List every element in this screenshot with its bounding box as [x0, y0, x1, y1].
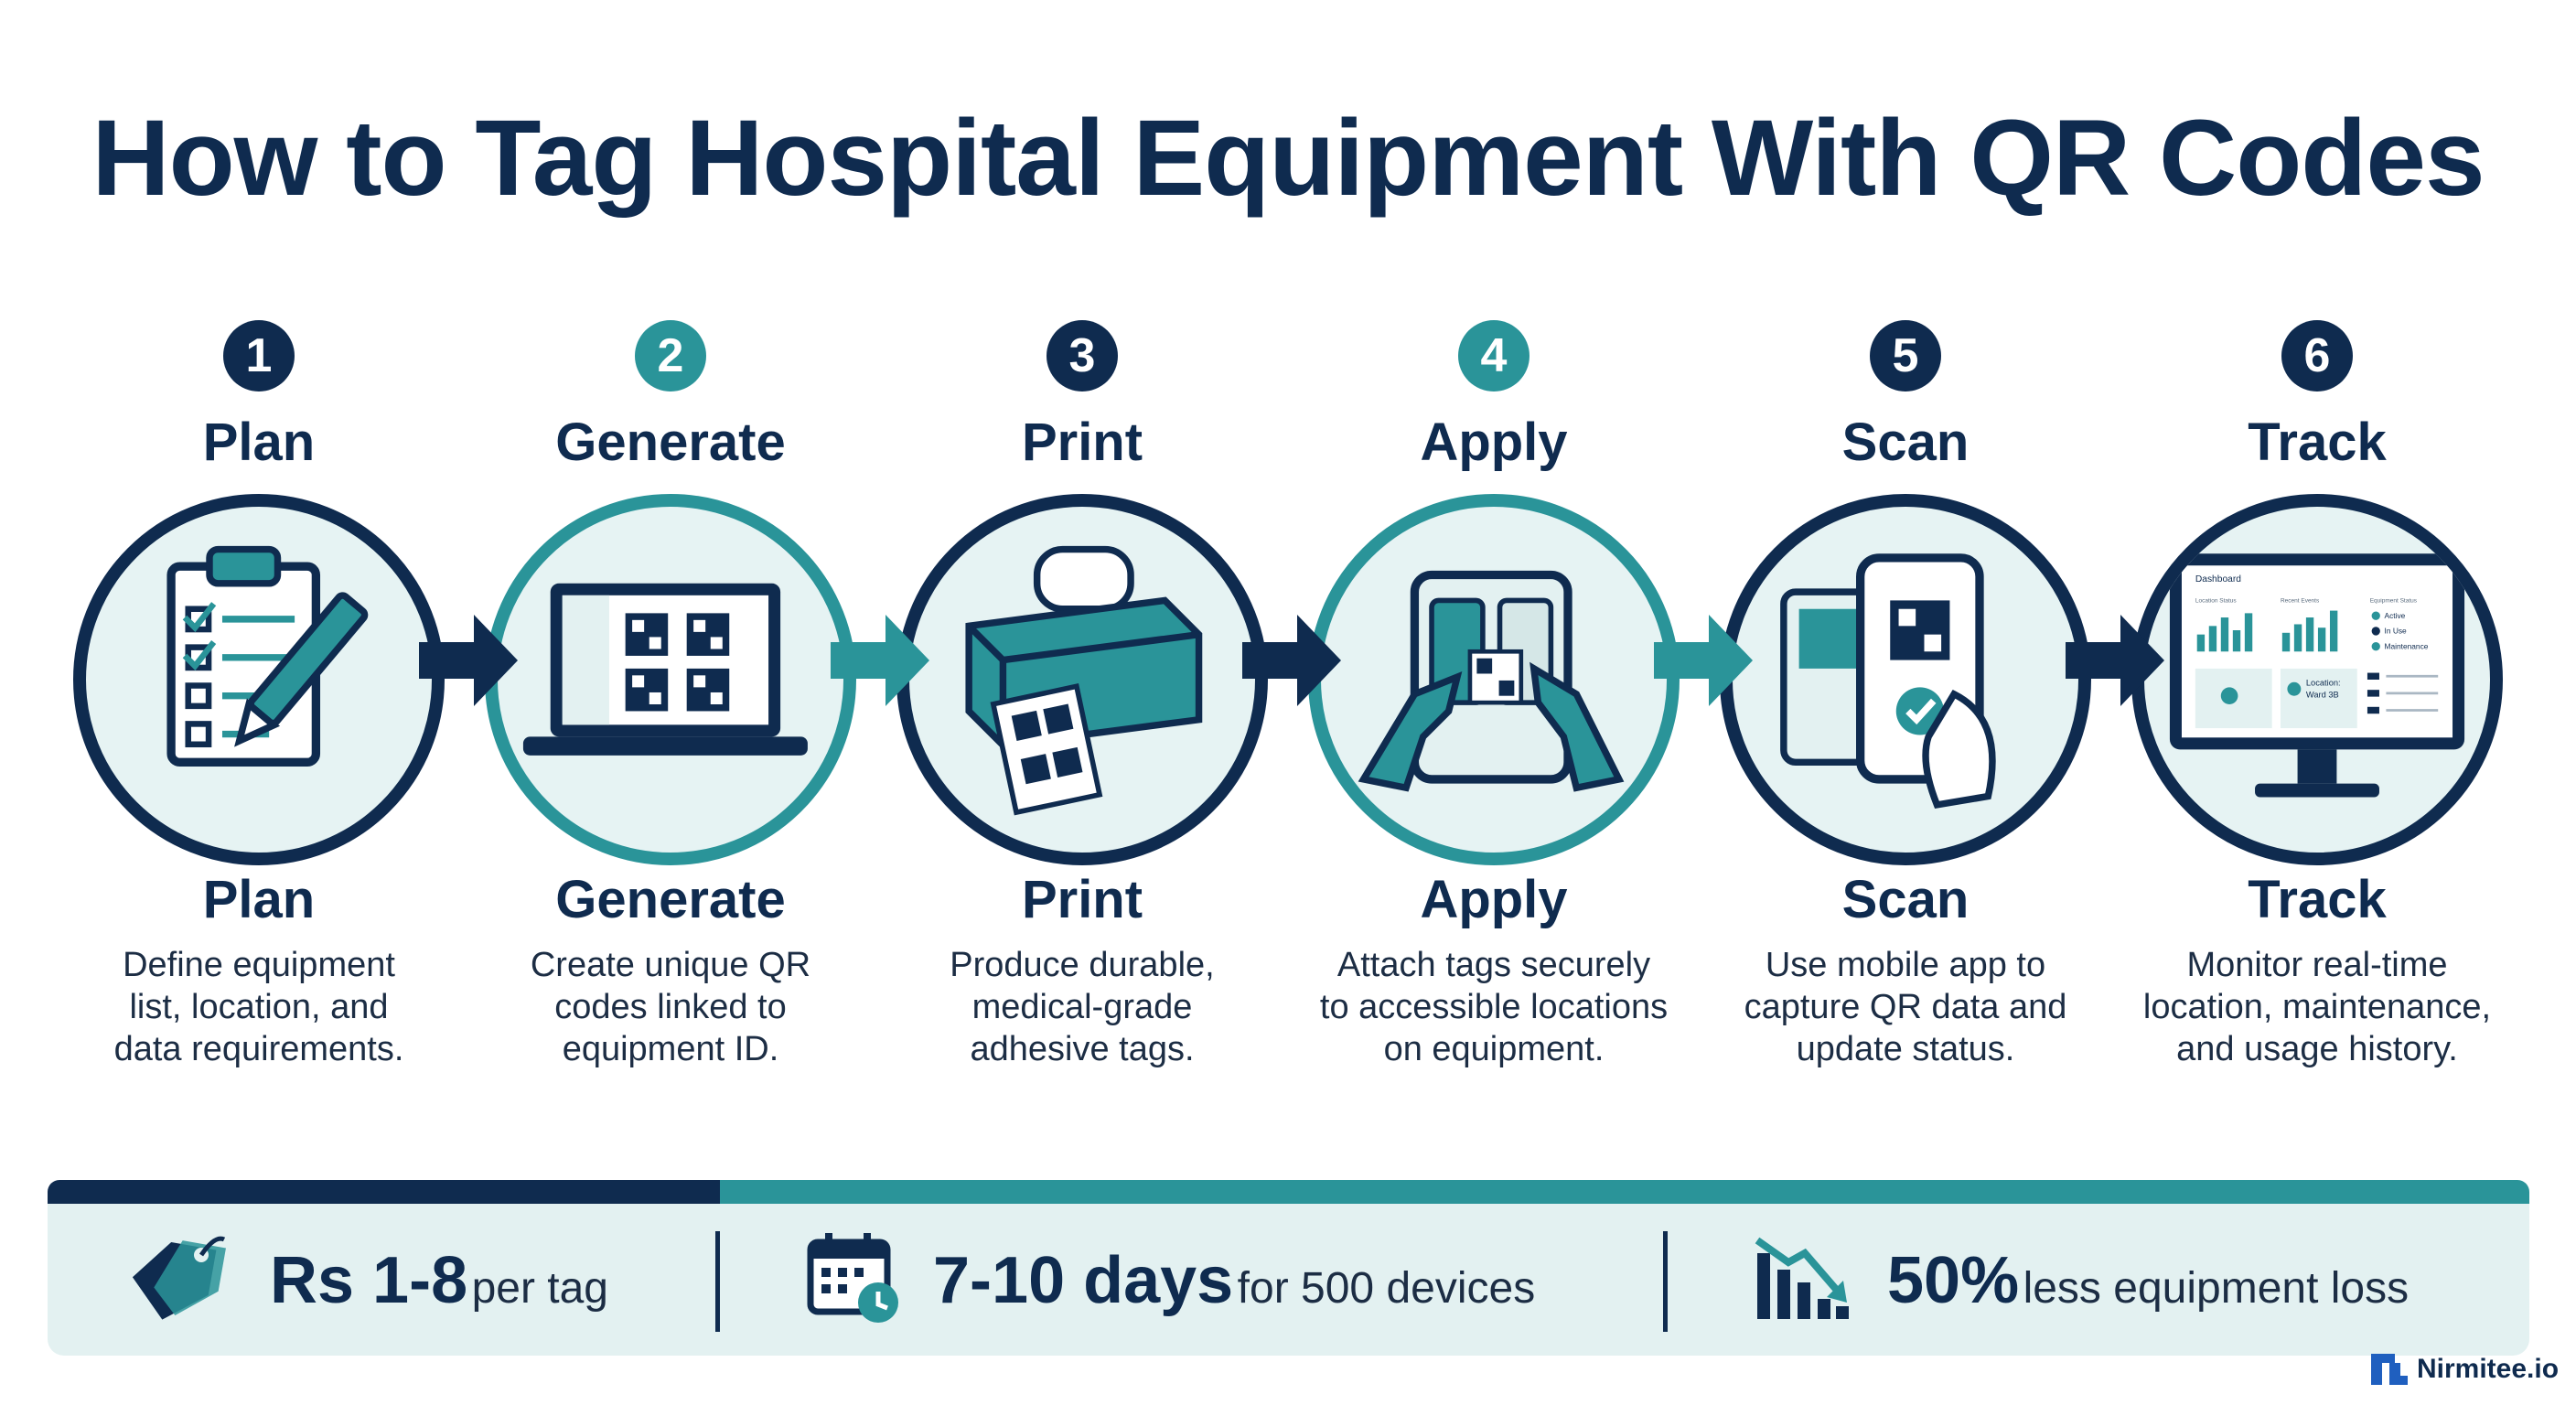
- declining-chart-icon: [1755, 1237, 1849, 1319]
- arrow-right-icon: [831, 615, 929, 706]
- arrow-right-icon: [1654, 615, 1753, 706]
- svg-text:Ward 3B: Ward 3B: [2306, 691, 2339, 700]
- stat-cost: Rs 1-8 per tag: [270, 1235, 608, 1326]
- stats-divider: [1663, 1231, 1668, 1332]
- step-subtitle: Scan: [1841, 870, 1970, 929]
- svg-text:Location:: Location:: [2306, 679, 2341, 688]
- arrow-right-icon: [1242, 615, 1341, 706]
- step-title: Print: [1021, 413, 1143, 472]
- step-number-badge: 4: [1458, 320, 1530, 391]
- arrow-right-icon: [2066, 615, 2164, 706]
- stat-value: 50%: [1887, 1244, 2020, 1317]
- laptop-qr-icon: [522, 583, 808, 756]
- step-title: Scan: [1841, 413, 1970, 472]
- step-icon-circle: [1308, 494, 1680, 865]
- calendar-clock-icon: [807, 1233, 898, 1323]
- brand-name: Nirmitee.io: [2417, 1354, 2560, 1384]
- stats-divider: [715, 1231, 720, 1332]
- stats-bar-accent-teal: [720, 1180, 2529, 1204]
- step-title: Track: [2248, 413, 2387, 472]
- stat-value: 7-10 days: [933, 1244, 1234, 1317]
- step-title: Plan: [202, 413, 316, 472]
- clipboard-checklist-icon: [166, 545, 369, 767]
- dashboard-title: Dashboard: [2195, 574, 2241, 585]
- nirmitee-logo-icon: [2371, 1354, 2408, 1385]
- svg-text:Location Status: Location Status: [2195, 597, 2238, 604]
- step-title: Generate: [555, 413, 786, 472]
- price-tag-icon: [132, 1236, 226, 1320]
- stats-bar: [48, 1204, 2529, 1356]
- step-icon-circle: [896, 494, 1268, 865]
- step-subtitle: Apply: [1420, 870, 1568, 929]
- step-icon-circle: [485, 494, 856, 865]
- label-printer-icon: [965, 545, 1203, 816]
- svg-text:In Use: In Use: [2385, 627, 2408, 636]
- svg-text:Maintenance: Maintenance: [2385, 641, 2429, 650]
- svg-text:Recent Events: Recent Events: [2281, 597, 2320, 604]
- step-number-badge: 3: [1046, 320, 1118, 391]
- step-icon-circle: [73, 494, 445, 865]
- page-title: How to Tag Hospital Equipment With QR Co…: [91, 98, 2485, 219]
- step-subtitle: Plan: [202, 870, 316, 929]
- stat-text: per tag: [471, 1264, 608, 1313]
- svg-text:Active: Active: [2385, 611, 2406, 620]
- step-number-badge: 5: [1870, 320, 1941, 391]
- stats-bar-accent-dark: [48, 1180, 720, 1204]
- step-title: Apply: [1420, 413, 1568, 472]
- stat-text: for 500 devices: [1237, 1264, 1536, 1313]
- step-subtitle: Generate: [555, 870, 786, 929]
- stat-loss: 50% less equipment loss: [1887, 1235, 2409, 1326]
- step-subtitle: Track: [2248, 870, 2387, 929]
- dashboard-monitor-icon: Dashboard Location Status Recent Events …: [2169, 553, 2465, 798]
- hands-apply-tag-icon: [1358, 570, 1625, 792]
- step-number-badge: 6: [2281, 320, 2353, 391]
- stat-time: 7-10 days for 500 devices: [933, 1235, 1535, 1326]
- arrow-right-icon: [419, 615, 518, 706]
- phone-scan-icon: [1780, 553, 1996, 810]
- stat-value: Rs 1-8: [270, 1244, 468, 1317]
- step-number-badge: 2: [635, 320, 706, 391]
- svg-text:Equipment Status: Equipment Status: [2370, 597, 2418, 604]
- step-icon-circle: Dashboard Location Status Recent Events …: [2131, 494, 2503, 865]
- step-number-badge: 1: [223, 320, 295, 391]
- stat-text: less equipment loss: [2023, 1264, 2410, 1313]
- step-subtitle: Print: [1021, 870, 1143, 929]
- step-icon-circle: [1720, 494, 2091, 865]
